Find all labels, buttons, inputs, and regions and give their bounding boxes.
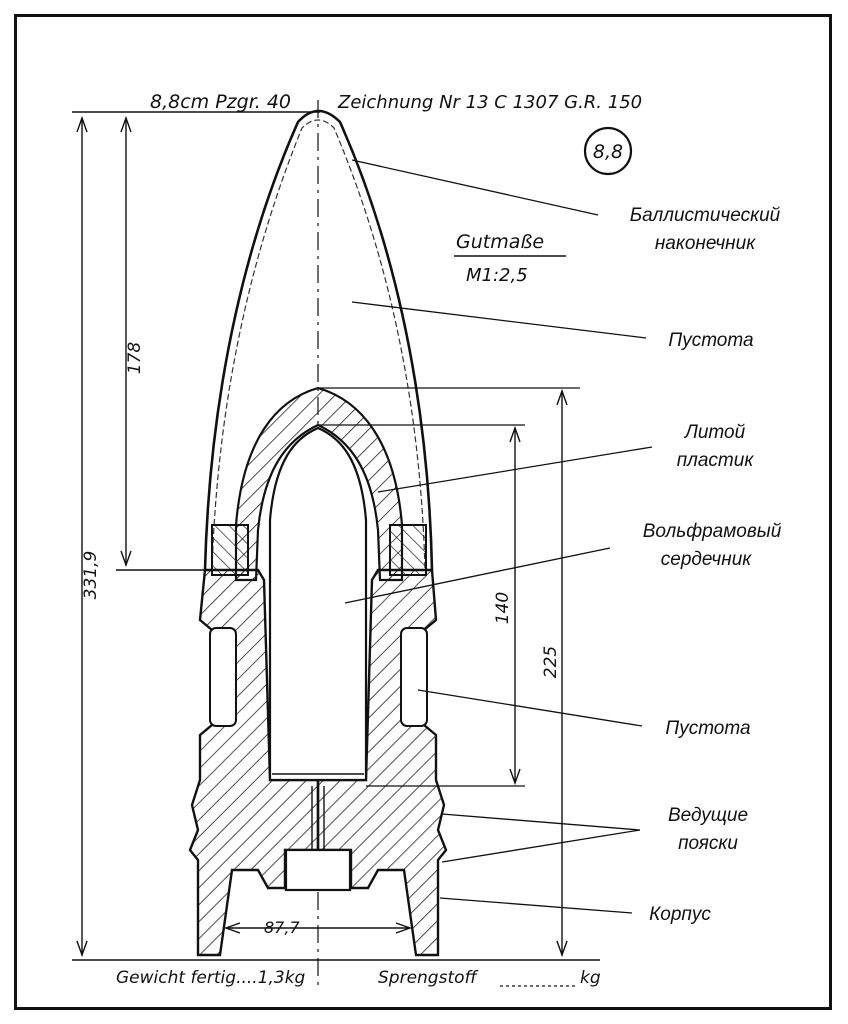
- dim-total-arrow-top: [76, 115, 88, 133]
- leader-tungsten-core: [344, 547, 611, 604]
- label-cast-plastic-1: Литой: [683, 422, 746, 443]
- right-void-cavity: [400, 627, 428, 727]
- label-ballistic-cap-1: Баллистический: [630, 205, 781, 226]
- ballistic-cap-inner: [211, 119, 426, 571]
- label-cast-plastic-2: пластик: [677, 450, 755, 471]
- dim-body-label: 225: [541, 646, 561, 678]
- scale-title: Gutmaße: [456, 231, 544, 253]
- left-retaining-ring: [211, 524, 249, 576]
- label-void-upper: Пустота: [668, 330, 753, 351]
- dim-base-arrow-left: [223, 922, 241, 934]
- leader-void-upper: [351, 301, 647, 339]
- label-driving-bands-2: пояски: [678, 833, 738, 854]
- base-plug: [284, 848, 352, 892]
- left-void-cavity: [209, 627, 237, 727]
- ballistic-cap-outline: [203, 109, 434, 571]
- leader-cast-plastic: [377, 446, 653, 493]
- footer-explosive: Sprengstoff: [378, 968, 479, 988]
- drawing-title: 8,8cm Pzgr. 40: [150, 91, 291, 113]
- label-body: Корпус: [649, 904, 711, 925]
- label-driving-bands-1: Ведущие: [668, 805, 748, 826]
- dim-cap-arrow-top: [120, 115, 132, 133]
- dim-total-arrow-bottom: [76, 940, 88, 958]
- dim-body-arrow-top: [556, 388, 568, 406]
- scale-value: M1:2,5: [466, 265, 528, 286]
- dim-core-arrow-bottom: [509, 768, 521, 786]
- label-void-lower: Пустота: [665, 718, 750, 739]
- leader-body: [439, 897, 633, 914]
- right-retaining-ring: [389, 524, 427, 576]
- drawing-number: Zeichnung Nr 13 C 1307 G.R. 150: [337, 92, 642, 113]
- dim-cap-label: 178: [125, 342, 145, 375]
- caliber-badge: 8,8: [593, 141, 623, 163]
- leader-driving-band-1: [441, 813, 641, 831]
- label-ballistic-cap-2: наконечник: [655, 233, 756, 254]
- leader-lines: [344, 159, 653, 914]
- leader-ballistic-cap: [351, 159, 599, 216]
- caliber-badge-circle: [583, 126, 633, 176]
- dim-cap-arrow-bottom: [120, 550, 132, 568]
- leader-driving-band-2: [441, 829, 641, 863]
- tungsten-core: [268, 426, 368, 782]
- footer-explosive-unit: kg: [580, 968, 601, 988]
- dim-body-arrow-bottom: [556, 940, 568, 958]
- label-tungsten-core-2: сердечник: [661, 549, 752, 570]
- dim-base-label: 87,7: [264, 918, 300, 937]
- dim-core-arrow-top: [509, 425, 521, 443]
- dim-base-arrow-right: [395, 922, 413, 934]
- footer-weight: Gewicht fertig....1,3kg: [116, 968, 306, 988]
- dim-core-label: 140: [493, 592, 513, 624]
- dim-total-label: 331,9: [81, 551, 101, 600]
- leader-void-lower: [417, 689, 643, 727]
- label-tungsten-core-1: Вольфрамовый: [643, 521, 782, 542]
